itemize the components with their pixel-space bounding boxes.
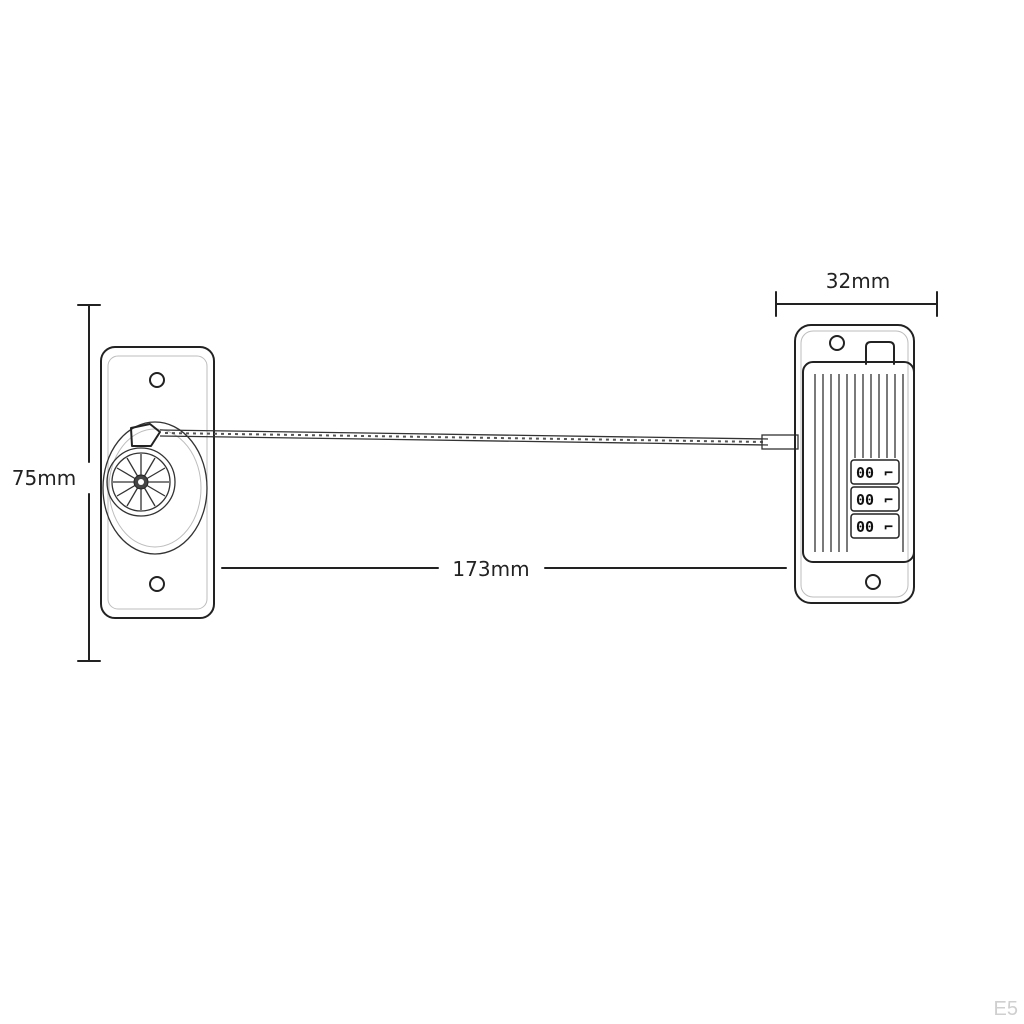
- screw-hole-top: [149, 372, 165, 388]
- lock-screw-hole-bottom: [865, 574, 881, 590]
- dial-1-pointer: ⌐: [884, 464, 893, 482]
- right-lock-body: [794, 324, 915, 604]
- combination-dials: 00 ⌐ 00 ⌐ 00 ⌐: [850, 459, 900, 539]
- steel-cable: [130, 423, 799, 450]
- length-label: 173mm: [452, 557, 529, 581]
- width-label: 32mm: [826, 269, 890, 293]
- grip-ribs: [814, 374, 904, 552]
- width-dimension: 32mm: [775, 269, 938, 317]
- mount-ring: [102, 421, 208, 555]
- height-label: 75mm: [12, 466, 76, 490]
- screw-hole-bottom: [149, 576, 165, 592]
- lock-screw-hole-top: [829, 335, 845, 351]
- corner-label: E5: [994, 998, 1018, 1020]
- dial-2[interactable]: 00 ⌐: [850, 486, 900, 512]
- dial-1-digits: 00: [856, 464, 874, 482]
- dial-3-digits: 00: [856, 518, 874, 536]
- dial-2-digits: 00: [856, 491, 874, 509]
- knob-rosette-icon: [106, 447, 176, 517]
- dial-3[interactable]: 00 ⌐: [850, 513, 900, 539]
- dial-1[interactable]: 00 ⌐: [850, 459, 900, 485]
- dial-3-pointer: ⌐: [884, 518, 893, 536]
- height-dimension: 75mm: [12, 304, 101, 662]
- dial-2-pointer: ⌐: [884, 491, 893, 509]
- length-dimension: 173mm: [221, 557, 787, 581]
